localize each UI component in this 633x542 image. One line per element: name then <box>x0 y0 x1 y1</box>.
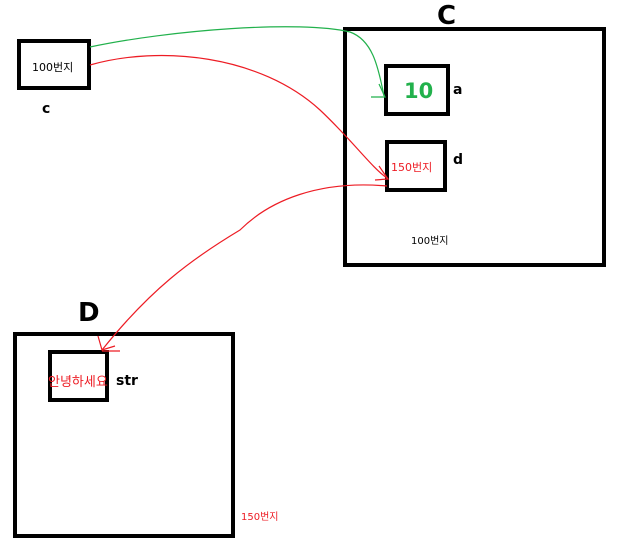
field-a-box <box>384 64 450 116</box>
field-d-value: 150번지 <box>391 161 432 174</box>
pointer-c-value: 100번지 <box>32 61 73 74</box>
arrow-d-to-str <box>101 184 388 351</box>
arrow-c-to-d <box>89 54 388 179</box>
pointer-c-name: c <box>42 101 50 117</box>
arrow-c-to-a-head <box>371 83 386 98</box>
field-d-name: d <box>453 152 463 168</box>
object-d-title: D <box>78 298 100 328</box>
object-c-box <box>343 27 606 267</box>
arrow-c-to-d-head <box>374 165 390 181</box>
field-d-box <box>385 140 447 192</box>
object-c-address: 100번지 <box>411 235 449 247</box>
pointer-c-box <box>17 39 91 90</box>
field-a-value: 10 <box>404 79 433 103</box>
field-str-box <box>48 350 109 402</box>
object-d-address: 150번지 <box>241 511 279 523</box>
object-d-box <box>13 332 235 538</box>
object-c-title: C <box>437 1 456 31</box>
field-str-name: str <box>116 373 138 389</box>
field-a-name: a <box>453 82 462 98</box>
arrow-c-to-a <box>89 26 385 97</box>
field-str-value: 안녕하세요 <box>48 375 108 390</box>
arrow-d-to-str-head <box>97 335 116 351</box>
